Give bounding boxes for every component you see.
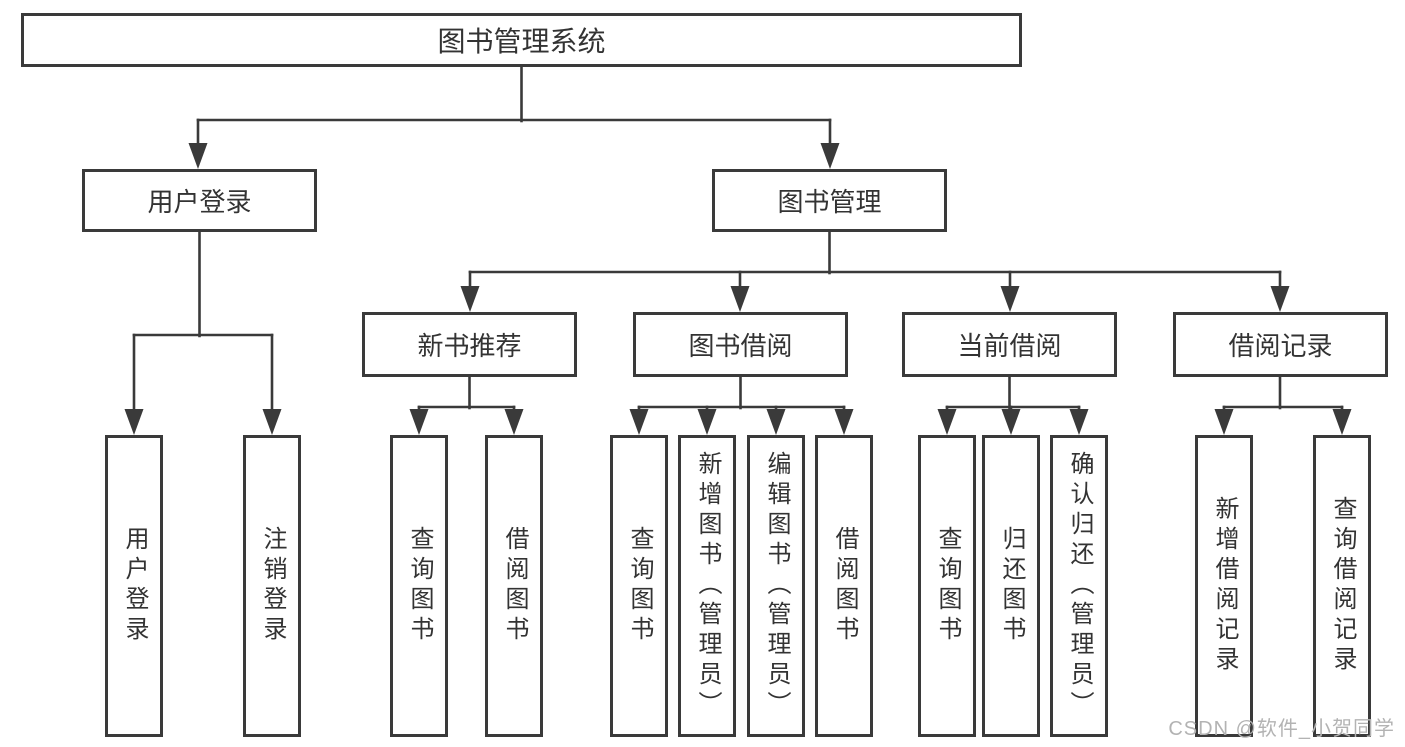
node-root: 图书管理系统: [21, 13, 1022, 67]
csdn-watermark: CSDN @软件_小贺同学: [1168, 718, 1395, 740]
node-current-borrow-label: 当前借阅: [957, 331, 1062, 361]
leaf-logout: 注销登录: [243, 435, 301, 737]
connector-root-to-level1: [188, 65, 840, 169]
leaf-borrow-books-1: 借阅图书: [485, 435, 543, 737]
node-user-login: 用户登录: [82, 169, 317, 232]
leaf-query-books-3: 查询图书: [918, 435, 976, 737]
node-book-borrow: 图书借阅: [633, 312, 848, 377]
connector-current-borrow-children: [937, 375, 1089, 435]
node-book-management-label: 图书管理: [777, 187, 882, 217]
leaf-borrow-books-2: 借阅图书: [815, 435, 873, 737]
leaf-edit-books-admin-label: 编辑图书（管理员）: [763, 451, 790, 721]
node-new-book-recommend: 新书推荐: [362, 312, 577, 377]
leaf-query-borrow-record-label: 查询借阅记录: [1329, 496, 1356, 676]
leaf-add-borrow-record-label: 新增借阅记录: [1211, 496, 1238, 676]
leaf-confirm-return-admin: 确认归还（管理员）: [1050, 435, 1108, 737]
leaf-add-books-admin: 新增图书（管理员）: [678, 435, 736, 737]
node-borrow-records: 借阅记录: [1173, 312, 1388, 377]
leaf-logout-label: 注销登录: [259, 526, 286, 646]
connector-borrow-records-children: [1214, 375, 1352, 435]
leaf-return-books: 归还图书: [982, 435, 1040, 737]
node-borrow-records-label: 借阅记录: [1228, 331, 1333, 361]
node-user-login-label: 用户登录: [147, 187, 252, 217]
leaf-query-books-1: 查询图书: [390, 435, 448, 737]
leaf-add-borrow-record: 新增借阅记录: [1195, 435, 1253, 737]
leaf-return-books-label: 归还图书: [998, 526, 1025, 646]
leaf-borrow-books-2-label: 借阅图书: [831, 526, 858, 646]
node-current-borrow: 当前借阅: [902, 312, 1117, 377]
node-book-management: 图书管理: [712, 169, 947, 232]
leaf-query-books-1-label: 查询图书: [406, 526, 433, 646]
connector-user-login-children: [124, 230, 282, 435]
leaf-query-books-2: 查询图书: [610, 435, 668, 737]
leaf-borrow-books-1-label: 借阅图书: [501, 526, 528, 646]
leaf-user-login: 用户登录: [105, 435, 163, 737]
connector-book-borrow-children: [629, 375, 854, 435]
node-new-book-recommend-label: 新书推荐: [417, 331, 522, 361]
node-book-borrow-label: 图书借阅: [688, 331, 793, 361]
leaf-user-login-label: 用户登录: [121, 526, 148, 646]
leaf-edit-books-admin: 编辑图书（管理员）: [747, 435, 805, 737]
leaf-query-books-2-label: 查询图书: [626, 526, 653, 646]
connector-book-management-children: [460, 230, 1290, 312]
leaf-add-books-admin-label: 新增图书（管理员）: [694, 451, 721, 721]
node-root-label: 图书管理系统: [437, 26, 606, 57]
leaf-confirm-return-admin-label: 确认归还（管理员）: [1066, 451, 1093, 721]
leaf-query-borrow-record: 查询借阅记录: [1313, 435, 1371, 737]
leaf-query-books-3-label: 查询图书: [934, 526, 961, 646]
connector-new-book-recommend-children: [409, 375, 524, 435]
